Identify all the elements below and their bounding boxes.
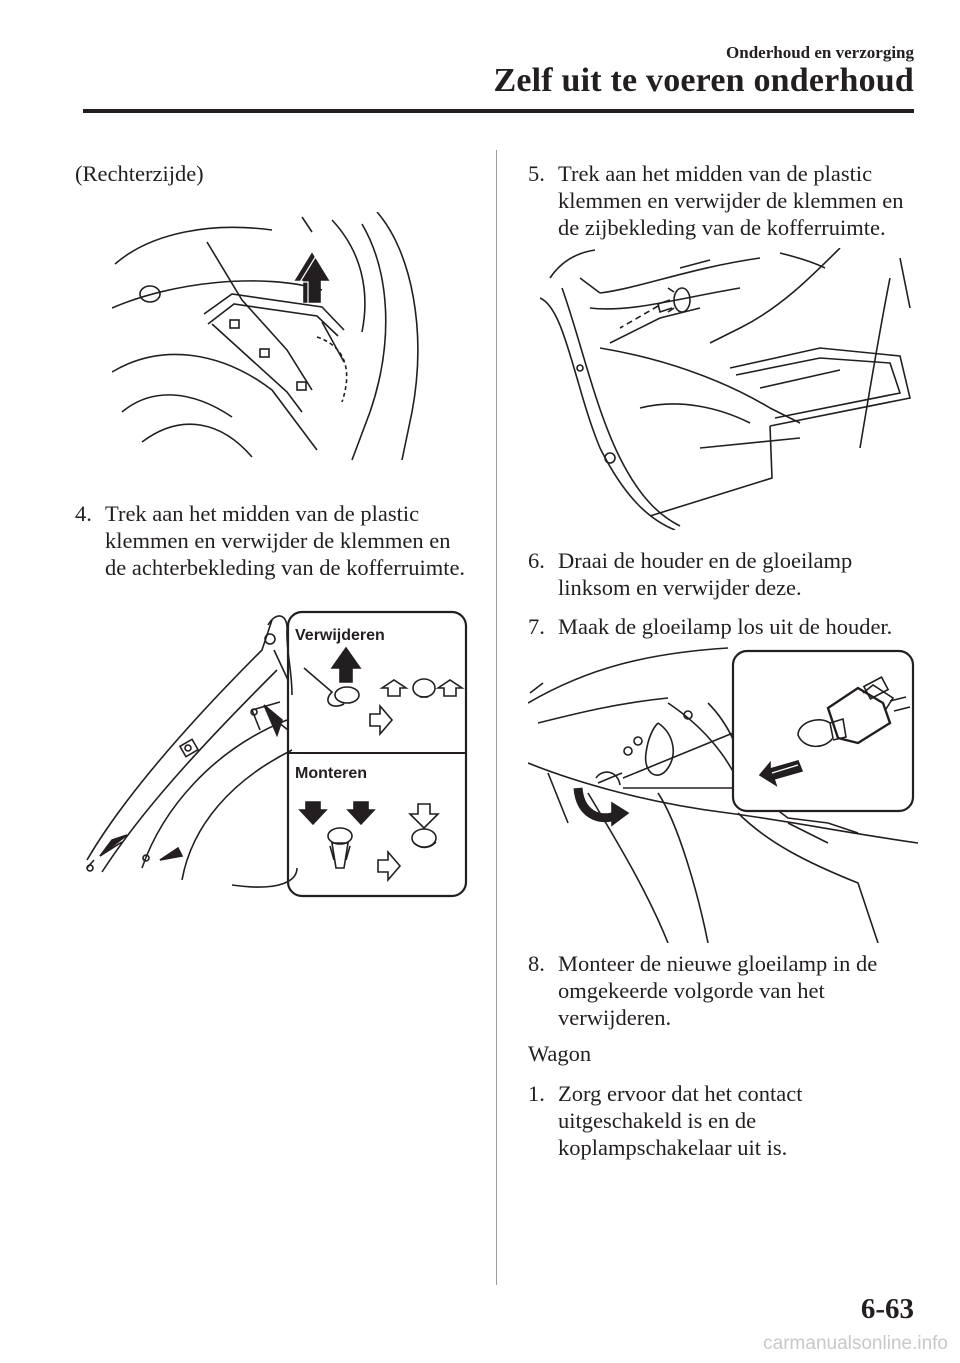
step-4: 4. Trek aan het midden van de plastic kl… (75, 500, 475, 581)
label-install: Monteren (295, 765, 367, 782)
step-7: 7. Maak de gloeilamp los uit de houder. (528, 613, 923, 640)
subheading-right-side: (Rechterzijde) (75, 161, 204, 186)
step-5: 5. Trek aan het midden van de plastic kl… (528, 160, 923, 241)
step-6-number: 6. (528, 548, 545, 573)
plastic-clip-icon (619, 287, 691, 329)
step-8-number: 8. (528, 951, 545, 976)
section-heading: Onderhoud en verzorging (726, 43, 914, 62)
arrow-down-icon (346, 801, 376, 826)
step-8: 8. Monteer de nieuwe gloeilamp in de omg… (528, 950, 923, 1031)
arrow-down-icon (298, 801, 328, 826)
bulb-and-holder-drawing (758, 676, 911, 787)
arrow-up-icon (330, 646, 362, 683)
arrow-down-left-icon (99, 834, 128, 857)
watermark: carmanualsonline.info (763, 1333, 948, 1354)
label-remove: Verwijderen (295, 627, 385, 644)
step-6: 6. Draai de houder en de gloeilamp links… (528, 547, 923, 601)
arrow-down-outline-icon (408, 803, 440, 830)
figure-clip-removal: Verwijderen Monteren (82, 610, 472, 900)
arrow-left-icon (159, 846, 184, 861)
rotate-arrow-icon (573, 771, 630, 827)
step-4-text: Trek aan het midden van de plastic klemm… (105, 501, 466, 580)
step-5-number: 5. (528, 161, 545, 186)
header-rule (83, 109, 914, 113)
step-8-text: Monteer de nieuwe gloeilamp in de omgeke… (558, 951, 878, 1030)
wagon-step-1-text: Zorg ervoor dat het contact uitgeschakel… (558, 1081, 803, 1160)
step-7-number: 7. (528, 614, 545, 639)
wagon-step-1-number: 1. (528, 1081, 545, 1106)
figure-side-trim (540, 248, 920, 530)
arrow-right-outline-icon (377, 849, 402, 883)
arrow-up-icon (294, 252, 330, 304)
arrow-up-outline-icon (379, 679, 409, 697)
step-6-text: Draai de houder en de gloeilamp linksom … (558, 548, 853, 600)
page-title: Zelf uit te voeren onderhoud (493, 62, 914, 99)
arrow-up-left-icon (263, 704, 283, 738)
figure-right-side-trim (112, 212, 442, 462)
column-divider (496, 150, 497, 1285)
plastic-clip-icon (303, 646, 465, 737)
step-7-text: Maak de gloeilamp los uit de houder. (558, 614, 893, 639)
step-4-number: 4. (75, 501, 92, 526)
wagon-step-1: 1. Zorg ervoor dat het contact uitgescha… (528, 1080, 923, 1161)
figure-bulb-holder (528, 643, 918, 943)
arrow-right-outline-icon (369, 703, 394, 737)
plastic-clip-icon (298, 801, 440, 883)
page-number: 6-63 (860, 1293, 914, 1325)
wagon-heading: Wagon (528, 1041, 592, 1066)
step-5-text: Trek aan het midden van de plastic klemm… (558, 161, 904, 240)
arrow-up-outline-icon (435, 679, 465, 697)
